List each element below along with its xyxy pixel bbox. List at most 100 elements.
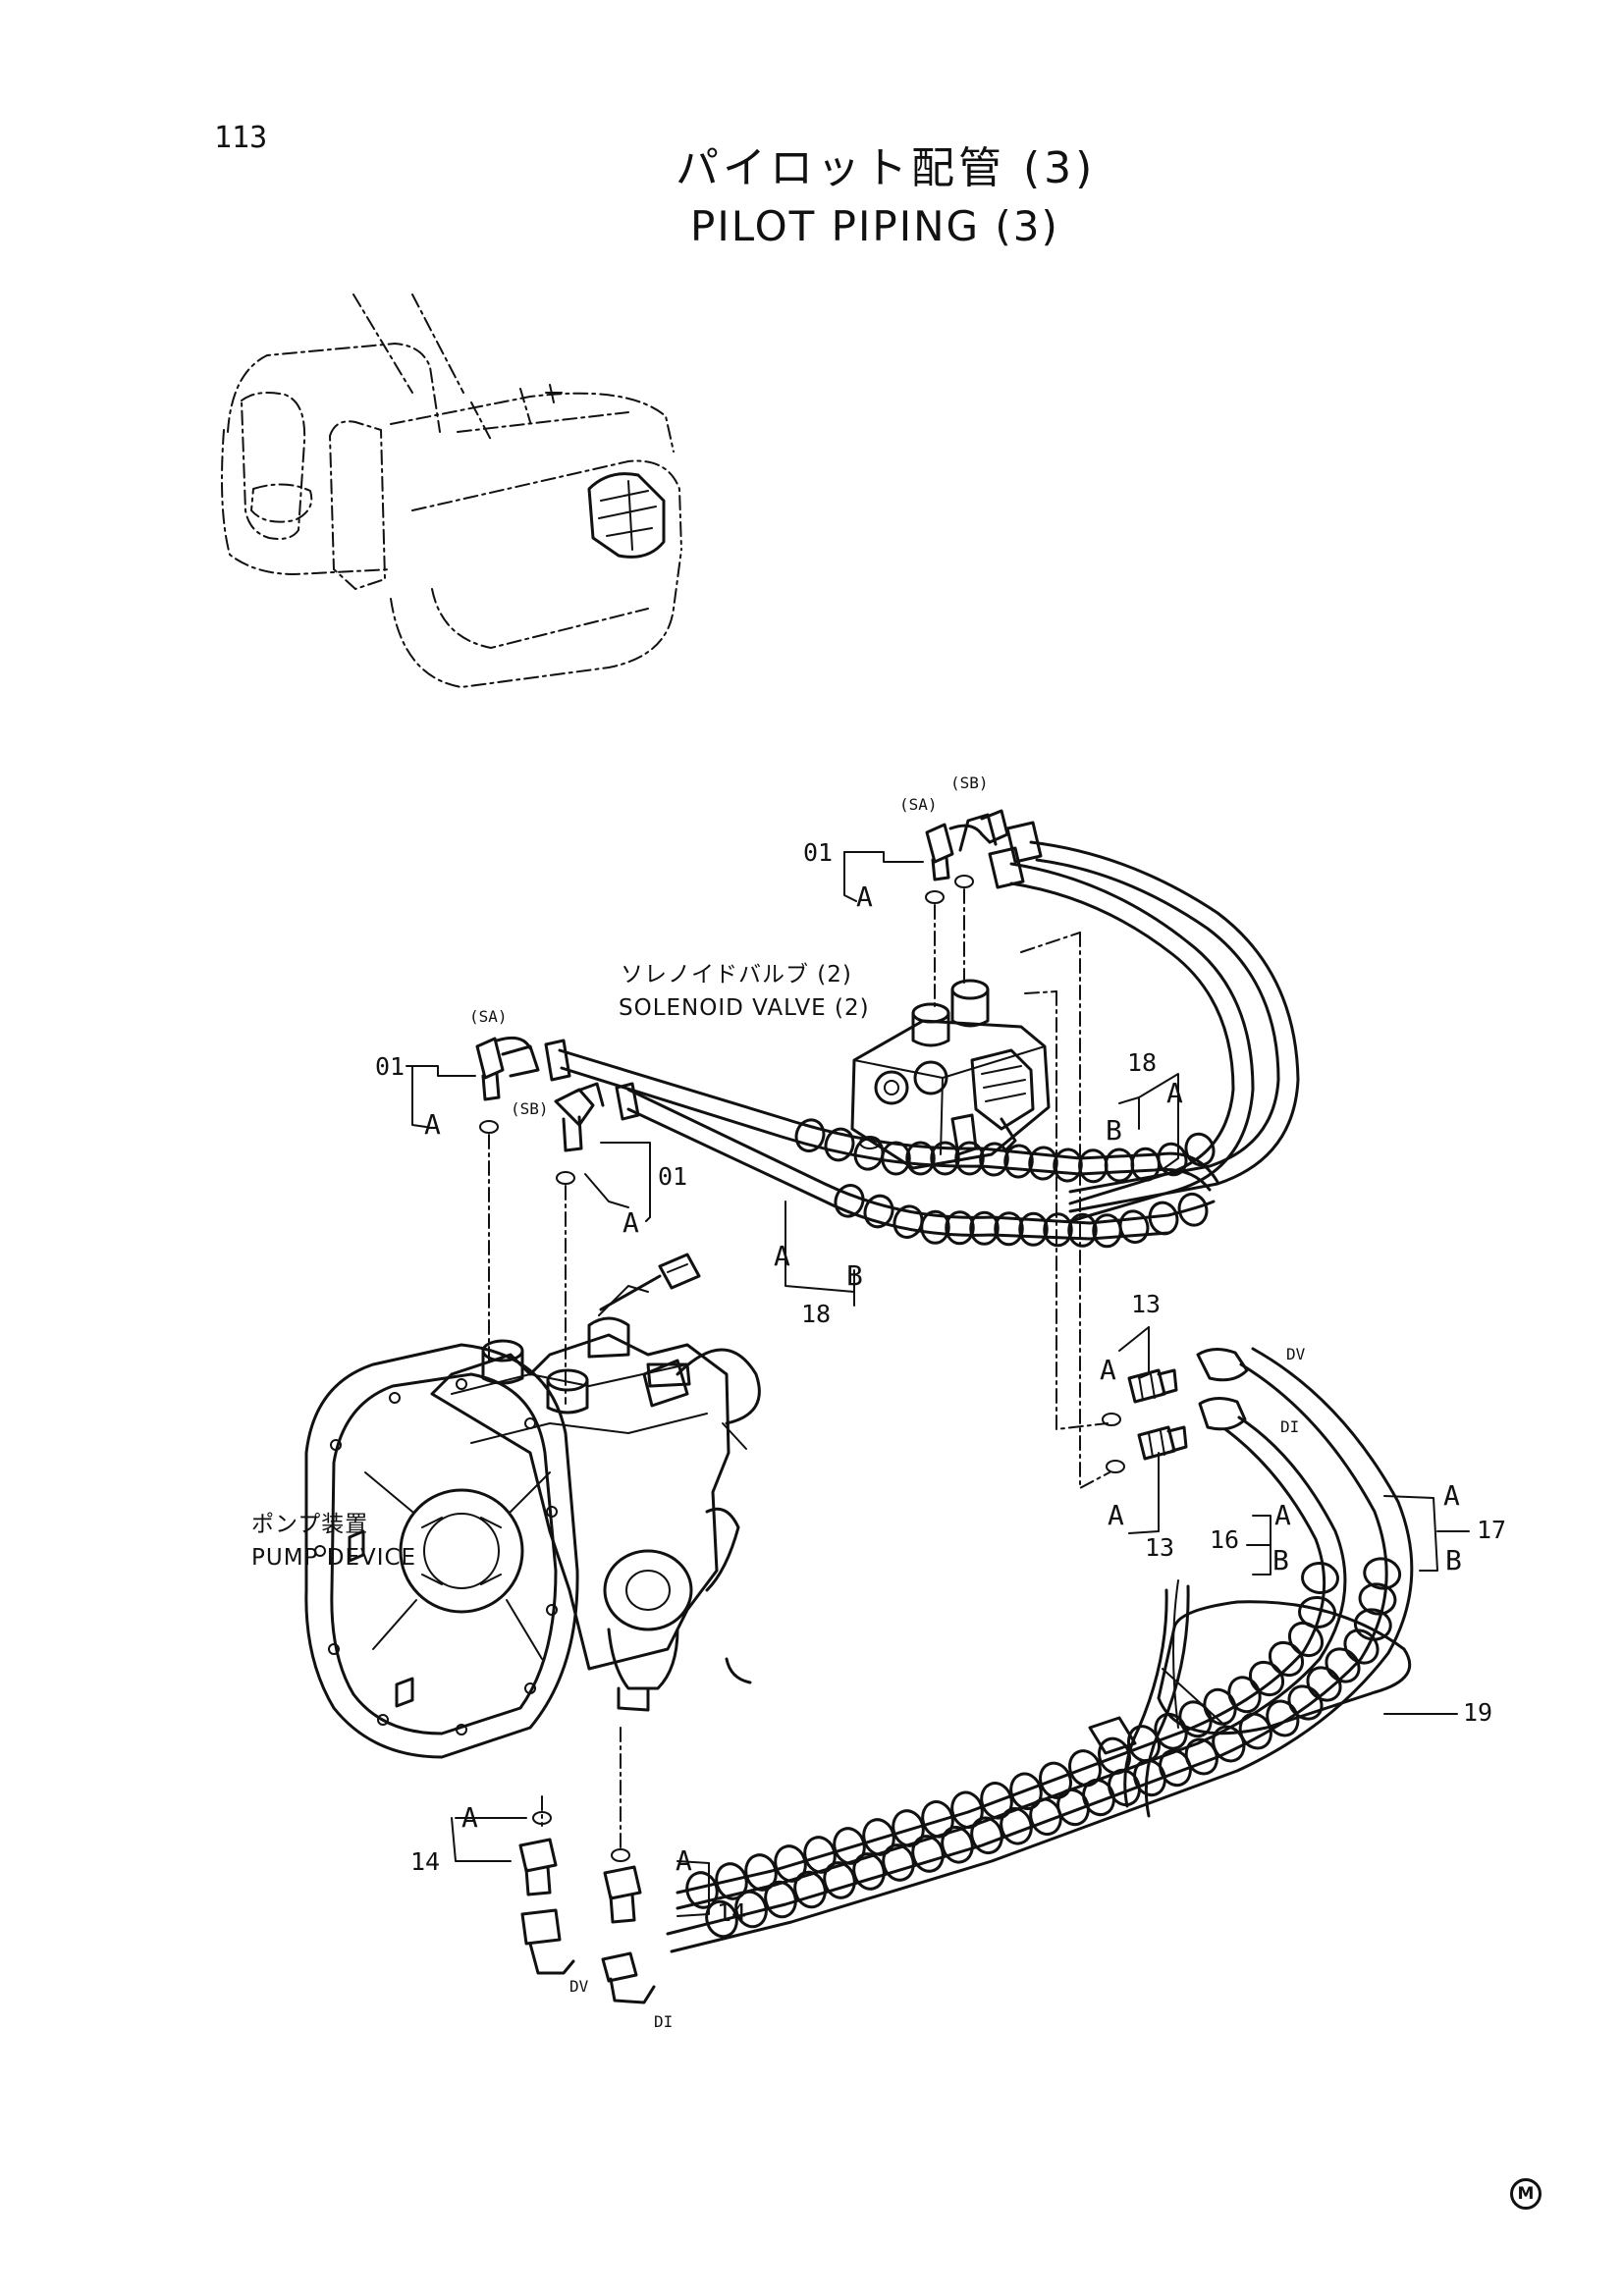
ref-letter-a: A <box>1166 1077 1183 1109</box>
port-tag-sb-top: (SB) <box>950 774 989 792</box>
hose-protector-coil <box>1148 1201 1179 1236</box>
hose-protector-coil <box>1130 1147 1161 1182</box>
hose-protector-coil <box>1068 1749 1102 1788</box>
hose-protector-coil <box>1078 1148 1109 1184</box>
ref-letter-a: A <box>1274 1499 1291 1531</box>
hose-protector-coil <box>1325 1647 1361 1683</box>
hose-protector-coil <box>1363 1557 1402 1590</box>
hose-protector-coil <box>1067 1212 1098 1248</box>
pump-device-icon <box>304 1253 761 1759</box>
ref-letter-a: A <box>856 881 873 913</box>
port-tag-sa-left: (SA) <box>469 1007 508 1026</box>
hose-protector-coil <box>1098 1736 1131 1775</box>
callout-01-top: 01 <box>803 838 834 867</box>
fitting-14 <box>518 1838 656 2004</box>
hose-protector-coil <box>954 1141 985 1176</box>
o-rings <box>479 875 1125 1862</box>
fitting-01-top <box>925 809 1009 881</box>
maker-mark: M <box>1510 2178 1542 2210</box>
hose-protector-coils-long <box>685 1557 1402 1939</box>
ref-letter-a: A <box>1443 1479 1460 1512</box>
page-number: 113 <box>214 121 268 155</box>
page-title-english: PILOT PIPING (3) <box>690 202 1059 250</box>
callout-14-right: 14 <box>717 1898 747 1927</box>
ref-letter-a: A <box>424 1108 441 1141</box>
solenoid-valve-icon <box>850 979 1051 1170</box>
excavator-location-icon <box>221 294 682 688</box>
hose-protector-coil <box>1301 1561 1339 1595</box>
hose-protector-coil <box>1133 1758 1166 1797</box>
hose-protector-coil <box>920 1209 950 1245</box>
hose-protector-coil <box>834 1184 865 1218</box>
ref-letter-b: B <box>1272 1544 1289 1576</box>
hose-protector-coil <box>1157 1142 1188 1177</box>
callout-16: 16 <box>1210 1525 1240 1554</box>
pump-device-label: PUMP DEVICE <box>251 1545 417 1571</box>
hose-protector-coil <box>794 1118 826 1153</box>
connection-lines <box>488 888 1110 1848</box>
hose-protector-coil <box>1287 1621 1325 1658</box>
port-tag-di-bottom: DI <box>654 2012 674 2031</box>
page-title-japanese: パイロット配管 (3) <box>676 143 1097 193</box>
hose-protector-coil <box>1053 1148 1083 1183</box>
hose-protector-coil <box>1043 1212 1073 1248</box>
callout-13-upper: 13 <box>1131 1290 1162 1318</box>
hose-protector-coil <box>1159 1748 1192 1788</box>
hose-assembly-18-lower <box>544 1039 1219 1241</box>
ref-letter-b: B <box>846 1259 863 1292</box>
hose-protector-coil <box>1343 1629 1380 1665</box>
ref-letter-a: A <box>676 1844 692 1877</box>
hose-protector-coil <box>994 1211 1024 1247</box>
hose-protector-coil <box>1104 1148 1135 1183</box>
hose-protector-coil <box>1184 1132 1216 1167</box>
ref-letter-b: B <box>1106 1114 1122 1147</box>
hose-protector-coil <box>930 1141 960 1176</box>
fitting-13 <box>1127 1368 1188 1461</box>
hose-protector-coil <box>1082 1778 1115 1817</box>
hose-protector-coil <box>1268 1640 1305 1678</box>
port-tag-sa-top: (SA) <box>899 795 938 814</box>
hose-protector-coil <box>1177 1192 1209 1227</box>
hose-assembly-18-upper <box>988 821 1300 1223</box>
hose-protector-coil <box>705 1899 738 1939</box>
callout-19: 19 <box>1463 1698 1493 1727</box>
fitting-01-left-sb <box>554 1082 605 1152</box>
callout-01-left: 01 <box>375 1052 406 1081</box>
port-tag-sb-left: (SB) <box>511 1099 549 1118</box>
callout-18-upper: 18 <box>1127 1048 1158 1077</box>
hose-protector-coil <box>881 1141 911 1176</box>
hose-protector-coil <box>1248 1660 1285 1697</box>
hose-protector-coil <box>793 1870 827 1909</box>
hose-protector-coil <box>1227 1676 1262 1714</box>
hose-protector-coil <box>734 1890 768 1929</box>
ref-letter-b: B <box>1445 1544 1462 1576</box>
fitting-01-left-sa <box>475 1036 540 1101</box>
callout-13-lower: 13 <box>1145 1533 1175 1562</box>
hose-protector-coil <box>863 1194 894 1229</box>
hose-assembly-16-17 <box>666 1347 1414 1953</box>
hose-protector-coil <box>764 1880 797 1919</box>
hose-protector-coil <box>969 1210 1000 1246</box>
pump-device-label-japanese: ポンプ装置 <box>251 1512 369 1537</box>
hose-protector-coil <box>979 1142 1009 1177</box>
hose-protector-coil <box>1358 1582 1397 1616</box>
hose-protector-coils-lower <box>834 1184 1209 1249</box>
leader-lines <box>406 851 1470 1917</box>
hose-protector-coil <box>1203 1687 1237 1726</box>
solenoid-valve-label-japanese: ソレノイドバルブ (2) <box>621 962 852 988</box>
hose-protector-coil <box>945 1210 975 1246</box>
hose-protector-coil <box>905 1141 936 1176</box>
callout-14-left: 14 <box>410 1847 441 1876</box>
port-tag-dv-right: DV <box>1286 1345 1306 1363</box>
solenoid-valve-label: SOLENOID VALVE (2) <box>619 995 870 1021</box>
hose-protector-coil <box>685 1871 719 1909</box>
hose-clamp-19 <box>1088 1579 1412 1818</box>
callout-17: 17 <box>1477 1516 1507 1544</box>
hose-protector-coil <box>1003 1144 1034 1179</box>
hose-protector-coil <box>824 1127 855 1162</box>
hose-protector-coil <box>1306 1666 1342 1702</box>
ref-letter-a: A <box>461 1801 478 1834</box>
ref-letter-a: A <box>1100 1354 1116 1386</box>
